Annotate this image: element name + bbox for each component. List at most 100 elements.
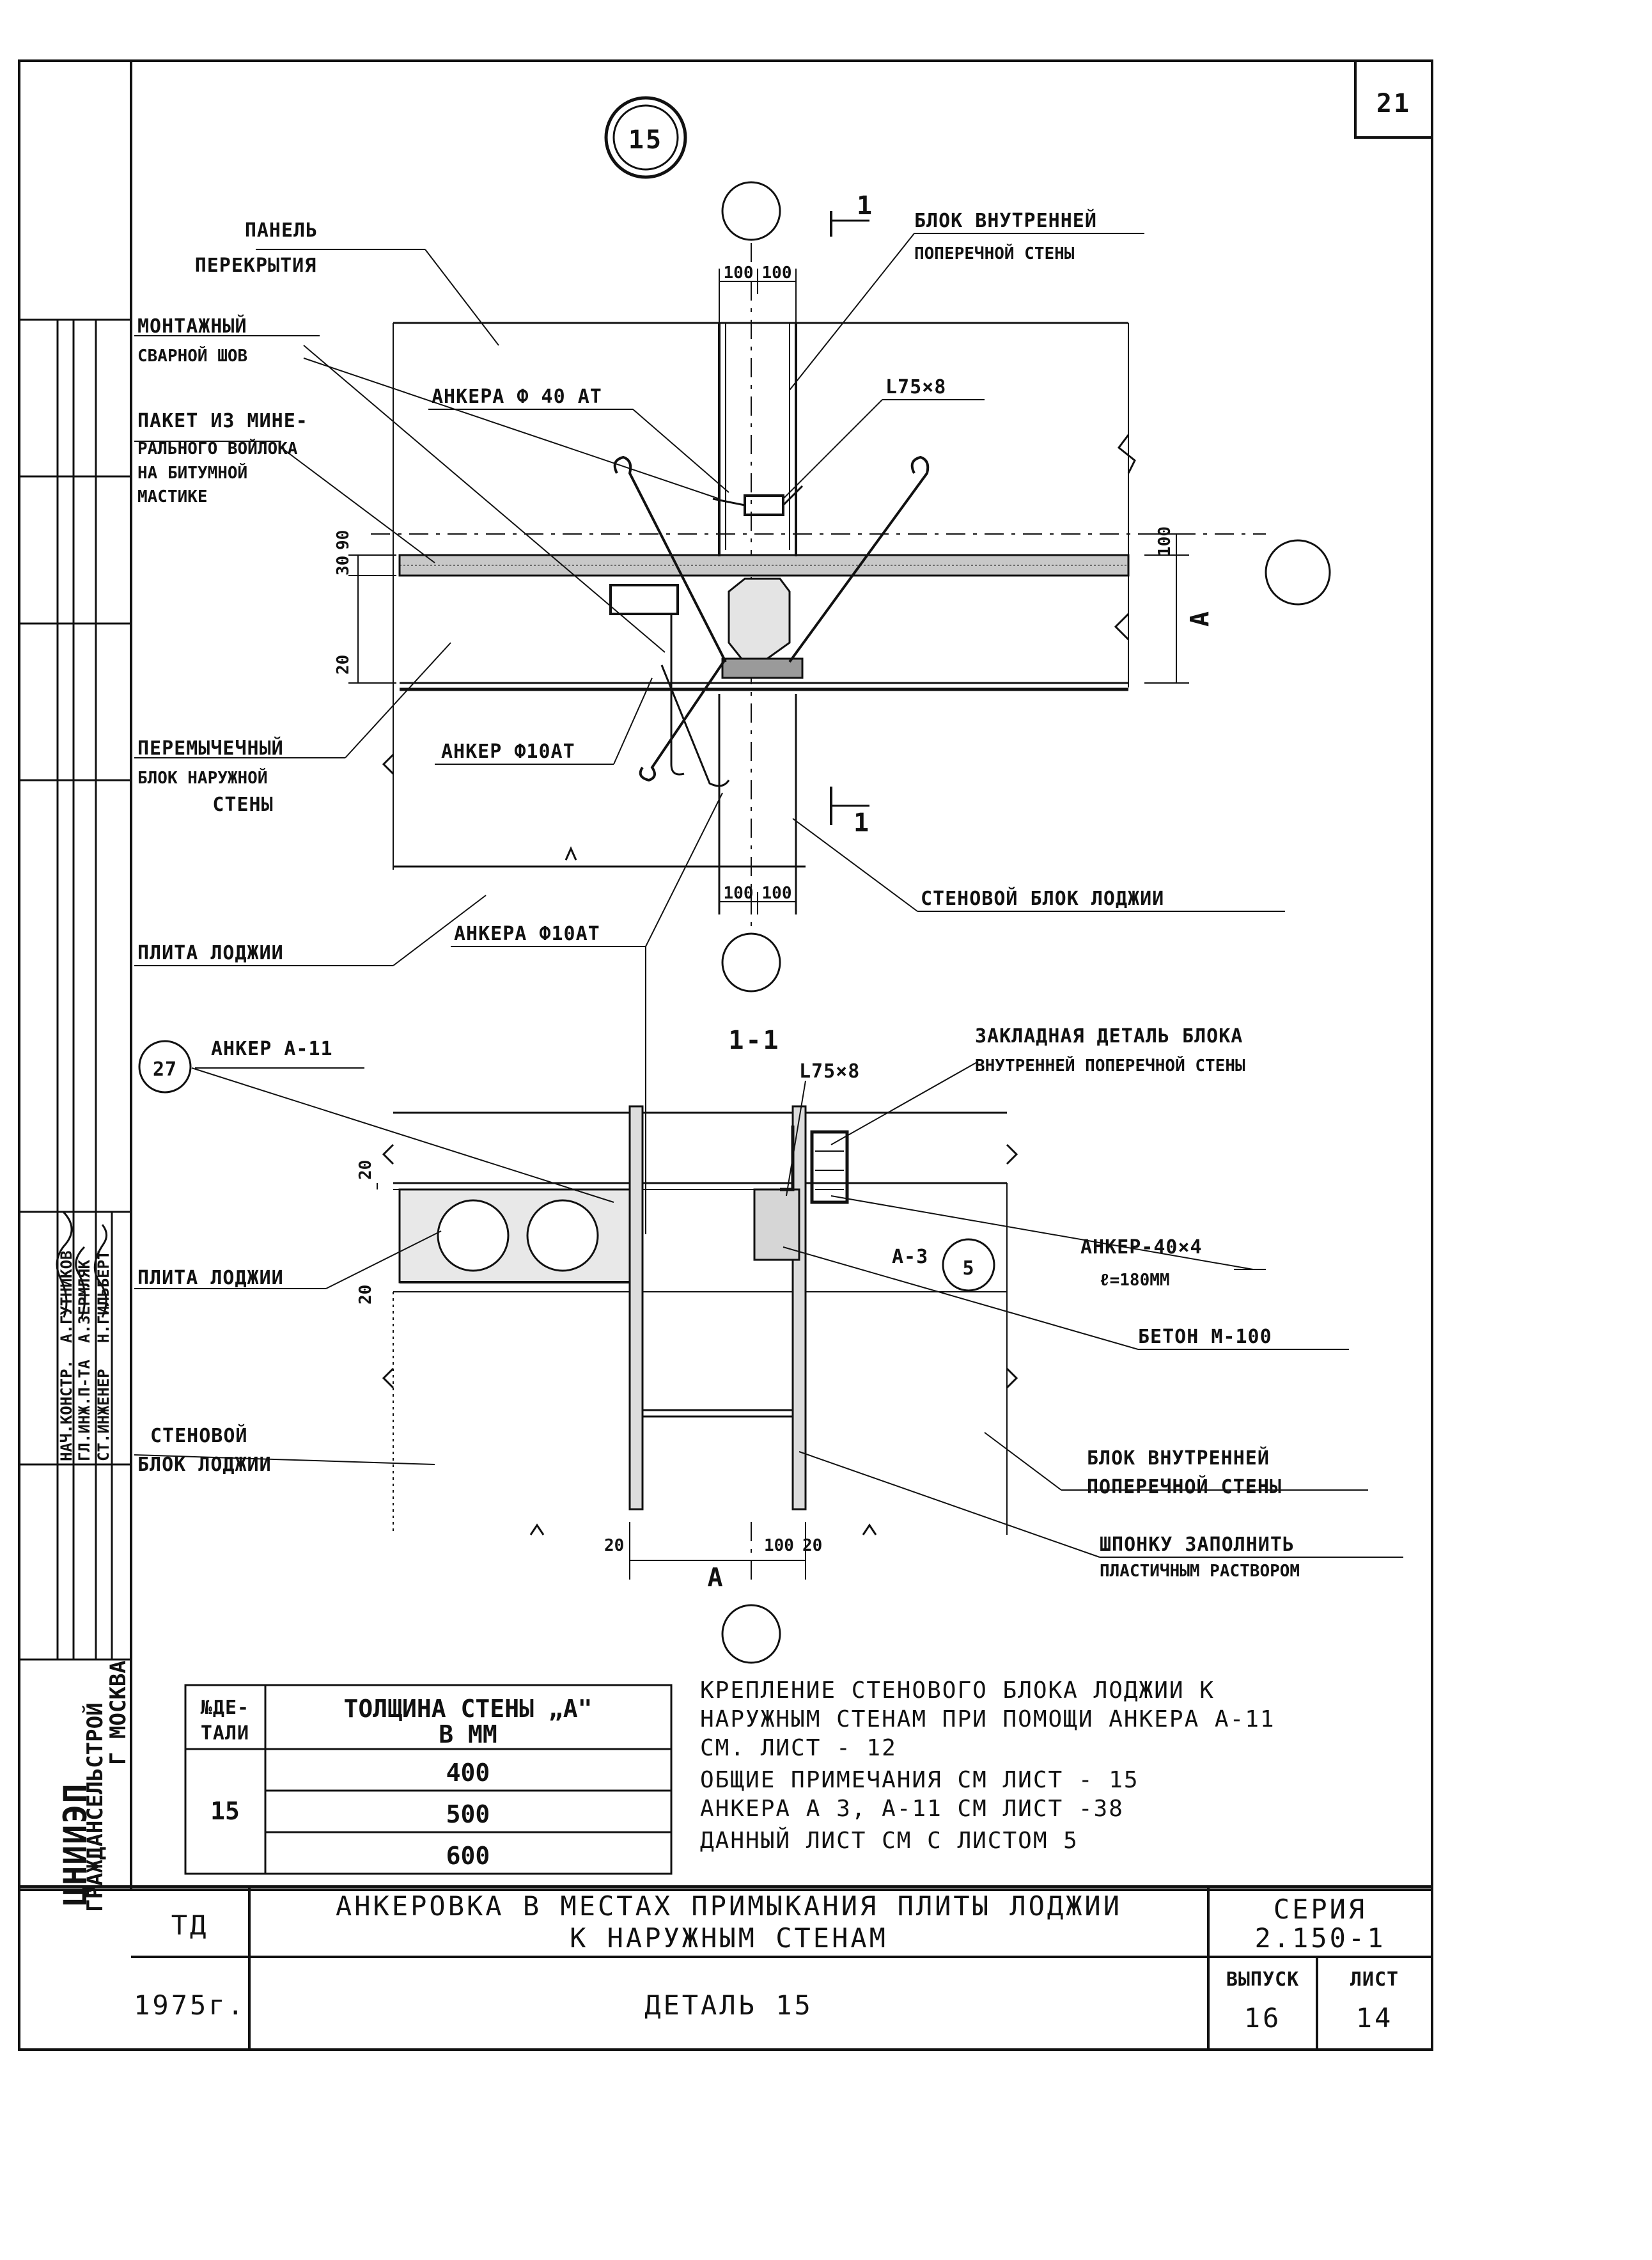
role-1: НАЧ.КОНСТР. [58, 1360, 75, 1461]
label-key-2: ПЛАСТИЧНЫМ РАСТВОРОМ [1100, 1562, 1300, 1581]
dim-bottom-2: 100 [762, 884, 792, 903]
section-mark-bottom: 1 [853, 808, 871, 838]
label-embed-2: ВНУТРЕННЕЙ ПОПЕРЕЧНОЙ СТЕНЫ [975, 1055, 1245, 1076]
label-block-inner-1: БЛОК ВНУТРЕННЕЙ [914, 209, 1097, 232]
thickness-table [184, 1684, 673, 1875]
label-inner-block-1: БЛОК ВНУТРЕННЕЙ [1087, 1447, 1270, 1470]
plan-labels: ПАНЕЛЬ ПЕРЕКРЫТИЯ МОНТАЖНЫЙ СВАРНОЙ ШОВ … [137, 191, 1215, 964]
note-line: СМ. ЛИСТ - 12 [700, 1735, 897, 1761]
table-header-thickness-1: ТОЛЩИНА СТЕНЫ „А" [344, 1695, 593, 1723]
signatures [56, 1211, 107, 1318]
dim-top-2: 100 [762, 263, 792, 283]
note-line: ОБЩИЕ ПРИМЕЧАНИЯ СМ ЛИСТ - 15 [700, 1767, 1139, 1793]
label-a3: А-3 [892, 1246, 928, 1268]
label-key-1: ШПОНКУ ЗАПОЛНИТЬ [1100, 1534, 1295, 1556]
label-wall-block-1: СТЕНОВОЙ [150, 1424, 248, 1447]
section-mark-top: 1 [857, 191, 874, 221]
tb-title-1: АНКЕРОВКА В МЕСТАХ ПРИМЫКАНИЯ ПЛИТЫ ЛОДЖ… [336, 1890, 1122, 1922]
dim-sec-20-b: 20 [802, 1536, 822, 1555]
label-anchor-mid: АНКЕР Ф10АТ [441, 741, 575, 763]
dim-right-100: 100 [1155, 526, 1174, 556]
dim-right-a: А [1185, 609, 1215, 627]
dim-sec-a: А [707, 1563, 724, 1592]
dim-left-20: 20 [334, 655, 353, 675]
dim-top-1: 100 [724, 263, 754, 283]
tb-sheet-value: 14 [1356, 2002, 1394, 2034]
label-angle-sec: L75×8 [799, 1060, 860, 1083]
table-header-no-2: ТАЛИ [201, 1722, 249, 1745]
label-anchor-40-2: ℓ=180ММ [1100, 1271, 1170, 1290]
table-detail: 15 [210, 1797, 240, 1825]
table-row: 500 [446, 1800, 490, 1828]
section-labels: 27 АНКЕР А-11 L75×8 ЗАКЛАДНАЯ ДЕТАЛЬ БЛО… [137, 1025, 1300, 1592]
table-row: 400 [446, 1759, 490, 1787]
label-felt-4: МАСТИКЕ [137, 487, 208, 506]
label-lintel-1: ПЕРЕМЫЧЕЧНЫЙ [137, 737, 284, 760]
tb-series-label: СЕРИЯ [1274, 1894, 1367, 1925]
detail-marker-number: 15 [628, 125, 663, 155]
org-city: Г МОСКВА [105, 1660, 131, 1765]
label-weld-2: СВАРНОЙ ШОВ [137, 345, 247, 366]
sheet-frame [18, 59, 1433, 1891]
label-felt-2: РАЛЬНОГО ВОЙЛОКА [137, 438, 298, 459]
label-embed-1: ЗАКЛАДНАЯ ДЕТАЛЬ БЛОКА [975, 1025, 1243, 1048]
label-panel-2: ПЕРЕКРЫТИЯ [195, 255, 317, 277]
detail-marker: 15 [604, 96, 687, 179]
label-anchor-40-1: АНКЕР-40×4 [1080, 1236, 1203, 1259]
role-2: ГЛ.ИНЖ.П-ТА [75, 1360, 93, 1461]
dim-left-30: 30 [334, 556, 353, 576]
note-line: ДАННЫЙ ЛИСТ СМ С ЛИСТОМ 5 [700, 1827, 1079, 1854]
tb-issue-value: 16 [1244, 2002, 1282, 2034]
dim-sec-100: 100 [764, 1536, 794, 1555]
label-loggia-slab-sec: ПЛИТА ЛОДЖИИ [137, 1267, 284, 1289]
tb-detail-title: ДЕТАЛЬ 15 [644, 1989, 813, 2021]
side-stamp-text: НАЧ.КОНСТР. А.ГУТНИКОВ ГЛ.ИНЖ.П-ТА А.ЗЕР… [57, 1251, 131, 1913]
tb-code: ТД [171, 1910, 209, 1941]
callout-5: 5 [962, 1257, 974, 1280]
title-block-grid [18, 1885, 1433, 2051]
label-angle-top: L75×8 [885, 376, 946, 398]
section-view [134, 1040, 1403, 1664]
org-name: ЦНИИЭП [57, 1782, 94, 1906]
label-anchors-top: АНКЕРА Ф 40 АТ [432, 386, 602, 408]
label-lintel-3: СТЕНЫ [212, 794, 273, 816]
tb-issue-label: ВЫПУСК [1226, 1968, 1299, 1991]
label-block-inner-2: ПОПЕРЕЧНОЙ СТЕНЫ [914, 243, 1075, 263]
name-3: Н.ГИЛЬБЕРТ [95, 1251, 113, 1344]
org-sub: ГРАЖДАНСЕЛЬСТРОЙ [82, 1702, 108, 1912]
label-concrete: БЕТОН М-100 [1138, 1326, 1272, 1348]
tb-series-value: 2.150-1 [1254, 1922, 1385, 1954]
plan-view [134, 181, 1331, 1234]
tb-year: 1975г. [134, 1989, 246, 2021]
note-line: АНКЕРА А 3, А-11 СМ ЛИСТ -38 [700, 1796, 1124, 1822]
dim-bottom-1: 100 [724, 884, 754, 903]
title-block-text: ТД АНКЕРОВКА В МЕСТАХ ПРИМЫКАНИЯ ПЛИТЫ Л… [134, 1890, 1399, 2034]
callout-27: 27 [153, 1058, 177, 1081]
label-anchor-a11: АНКЕР А-11 [211, 1038, 333, 1060]
dim-sec-20-a: 20 [604, 1536, 624, 1555]
thickness-table-text: №ДЕ- ТАЛИ ТОЛЩИНА СТЕНЫ „А" В ММ 15 400 … [201, 1695, 593, 1870]
label-lintel-2: БЛОК НАРУЖНОЙ [137, 767, 268, 788]
tb-title-2: К НАРУЖНЫМ СТЕНАМ [570, 1922, 888, 1954]
role-3: СТ.ИНЖЕНЕР [95, 1369, 113, 1462]
table-row: 600 [446, 1842, 490, 1870]
label-weld-1: МОНТАЖНЫЙ [137, 315, 247, 338]
note-line: КРЕПЛЕНИЕ СТЕНОВОГО БЛОКА ЛОДЖИИ К [700, 1677, 1215, 1704]
notes: КРЕПЛЕНИЕ СТЕНОВОГО БЛОКА ЛОДЖИИ К НАРУЖ… [700, 1677, 1275, 1854]
tb-sheet-label: ЛИСТ [1350, 1968, 1399, 1991]
label-panel-1: ПАНЕЛЬ [245, 219, 318, 242]
section-title: 1-1 [728, 1026, 780, 1055]
label-loggia-slab: ПЛИТА ЛОДЖИИ [137, 942, 284, 964]
table-header-no-1: №ДЕ- [201, 1697, 249, 1719]
label-inner-block-2: ПОПЕРЕЧНОЙ СТЕНЫ [1087, 1475, 1282, 1498]
dim-sec-20-mid: 20 [356, 1285, 375, 1305]
dim-left-90: 90 [334, 530, 353, 550]
table-header-thickness-2: В ММ [439, 1720, 497, 1748]
note-line: НАРУЖНЫМ СТЕНАМ ПРИ ПОМОЩИ АНКЕРА А-11 [700, 1706, 1275, 1732]
side-stamp-grid [19, 318, 131, 1661]
label-anchors-low: АНКЕРА Ф10АТ [454, 923, 600, 945]
label-loggia-block: СТЕНОВОЙ БЛОК ЛОДЖИИ [921, 887, 1164, 910]
label-wall-block-2: БЛОК ЛОДЖИИ [137, 1454, 272, 1476]
label-felt-1: ПАКЕТ ИЗ МИНЕ- [137, 410, 308, 432]
sheet-number: 21 [1376, 89, 1411, 118]
